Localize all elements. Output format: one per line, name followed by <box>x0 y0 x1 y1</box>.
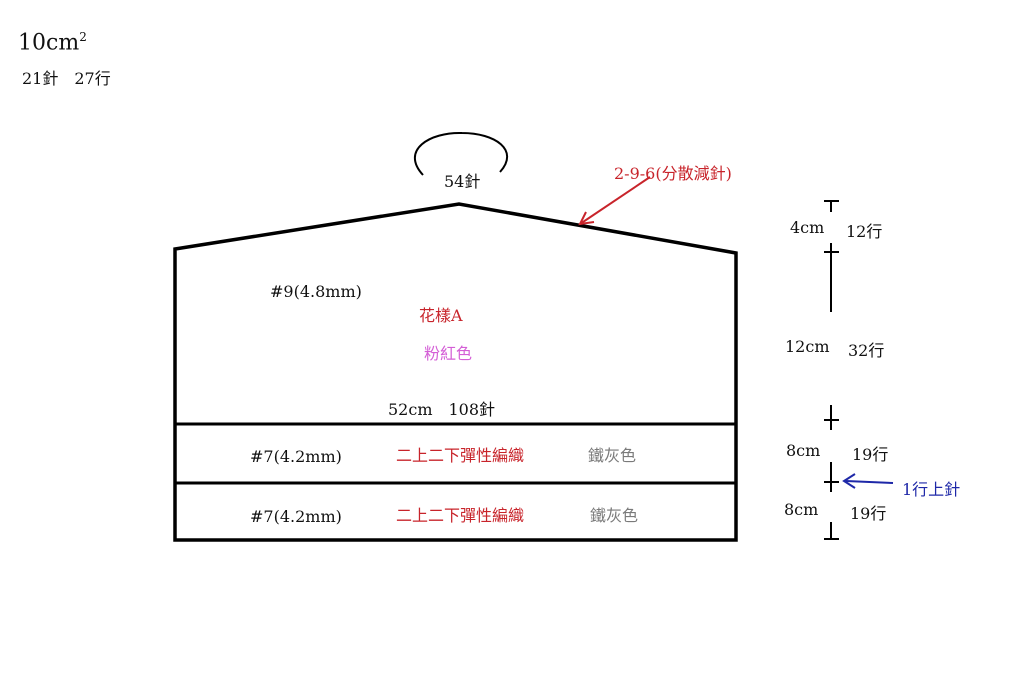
gauge-count: 21針 27行 <box>22 69 111 88</box>
rib1-color: 鐵灰色 <box>588 446 637 465</box>
rib1-pattern: 二上二下彈性編織 <box>396 446 525 465</box>
gauge-size-exp: 2 <box>79 30 87 44</box>
decrease-note: 2-9-6(分散減針) <box>614 164 732 183</box>
dimension-bar <box>824 200 839 540</box>
body-outline <box>173 202 738 542</box>
dim-top-cm: 4cm <box>790 218 825 237</box>
gauge-size-text: 10cm <box>18 30 80 56</box>
body-needle: #9(4.8mm) <box>270 282 362 301</box>
dim-top-rows: 12行 <box>846 222 883 241</box>
dim-rib1-rows: 19行 <box>852 445 889 464</box>
body-pattern: 花樣A <box>419 306 463 325</box>
cast-on-arrow <box>842 473 894 489</box>
rib1-needle: #7(4.2mm) <box>250 447 342 466</box>
rib2-needle: #7(4.2mm) <box>250 507 342 526</box>
dim-mid-rows: 32行 <box>848 341 885 360</box>
rib2-color: 鐵灰色 <box>590 506 639 525</box>
cast-on-note: 1行上針 <box>902 480 961 499</box>
dim-rib2-cm: 8cm <box>784 500 819 519</box>
dim-rib2-rows: 19行 <box>850 504 887 523</box>
dim-mid-cm: 12cm <box>785 337 830 356</box>
neck-loop <box>413 131 508 176</box>
body-color: 粉紅色 <box>424 344 473 363</box>
neck-stitches: 54針 <box>444 172 481 191</box>
dim-rib1-cm: 8cm <box>786 441 821 460</box>
decrease-arrow <box>578 176 651 226</box>
rib2-pattern: 二上二下彈性編織 <box>396 506 525 525</box>
body-width: 52cm 108針 <box>388 400 496 419</box>
gauge-size: 10cm2 <box>18 30 87 55</box>
